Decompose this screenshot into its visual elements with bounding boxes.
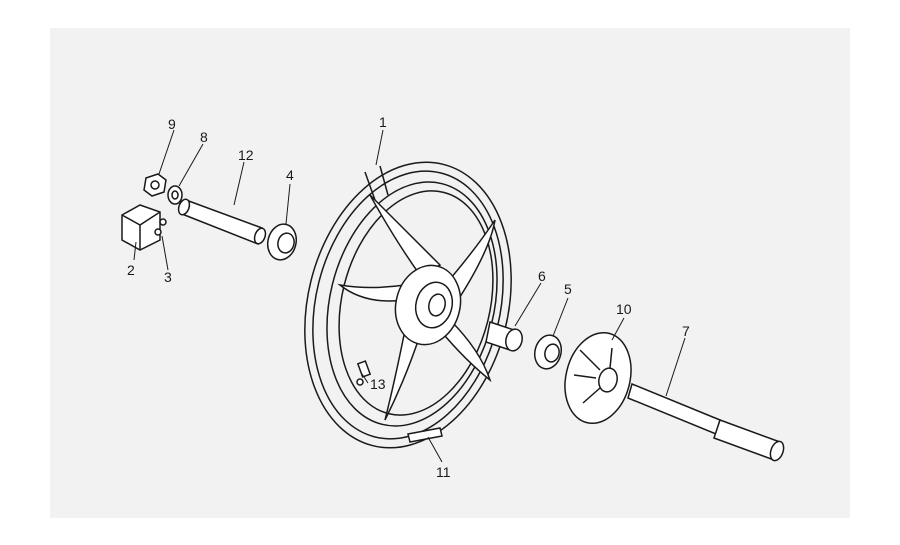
axle (627, 382, 785, 462)
leader-lines (133, 129, 686, 463)
callout-labels: 1 2 3 4 5 6 7 8 9 10 11 12 13 (127, 114, 690, 480)
bearing-right (533, 334, 563, 370)
spacer-tube (177, 198, 267, 246)
callout-4: 4 (286, 167, 294, 183)
washer (167, 185, 183, 205)
balance-weight (407, 427, 443, 443)
callout-6: 6 (538, 268, 546, 284)
callout-11: 11 (436, 464, 451, 480)
spacer (485, 321, 523, 352)
bearing-left (266, 223, 298, 261)
callout-13: 13 (370, 376, 386, 392)
callout-12: 12 (238, 147, 254, 163)
nut (143, 173, 167, 197)
cover-disc (564, 331, 632, 425)
callout-9: 9 (168, 116, 176, 132)
speedometer-drive (121, 204, 161, 251)
wheel-hub (394, 264, 462, 346)
callout-3: 3 (164, 269, 172, 285)
callout-1: 1 (379, 114, 387, 130)
callout-7: 7 (682, 323, 690, 339)
callout-2: 2 (127, 262, 135, 278)
valve (356, 360, 372, 386)
drive-pin (154, 218, 167, 236)
callout-8: 8 (200, 129, 208, 145)
callout-5: 5 (564, 281, 572, 297)
callout-10: 10 (616, 301, 632, 317)
wheel-spokes (337, 194, 496, 421)
